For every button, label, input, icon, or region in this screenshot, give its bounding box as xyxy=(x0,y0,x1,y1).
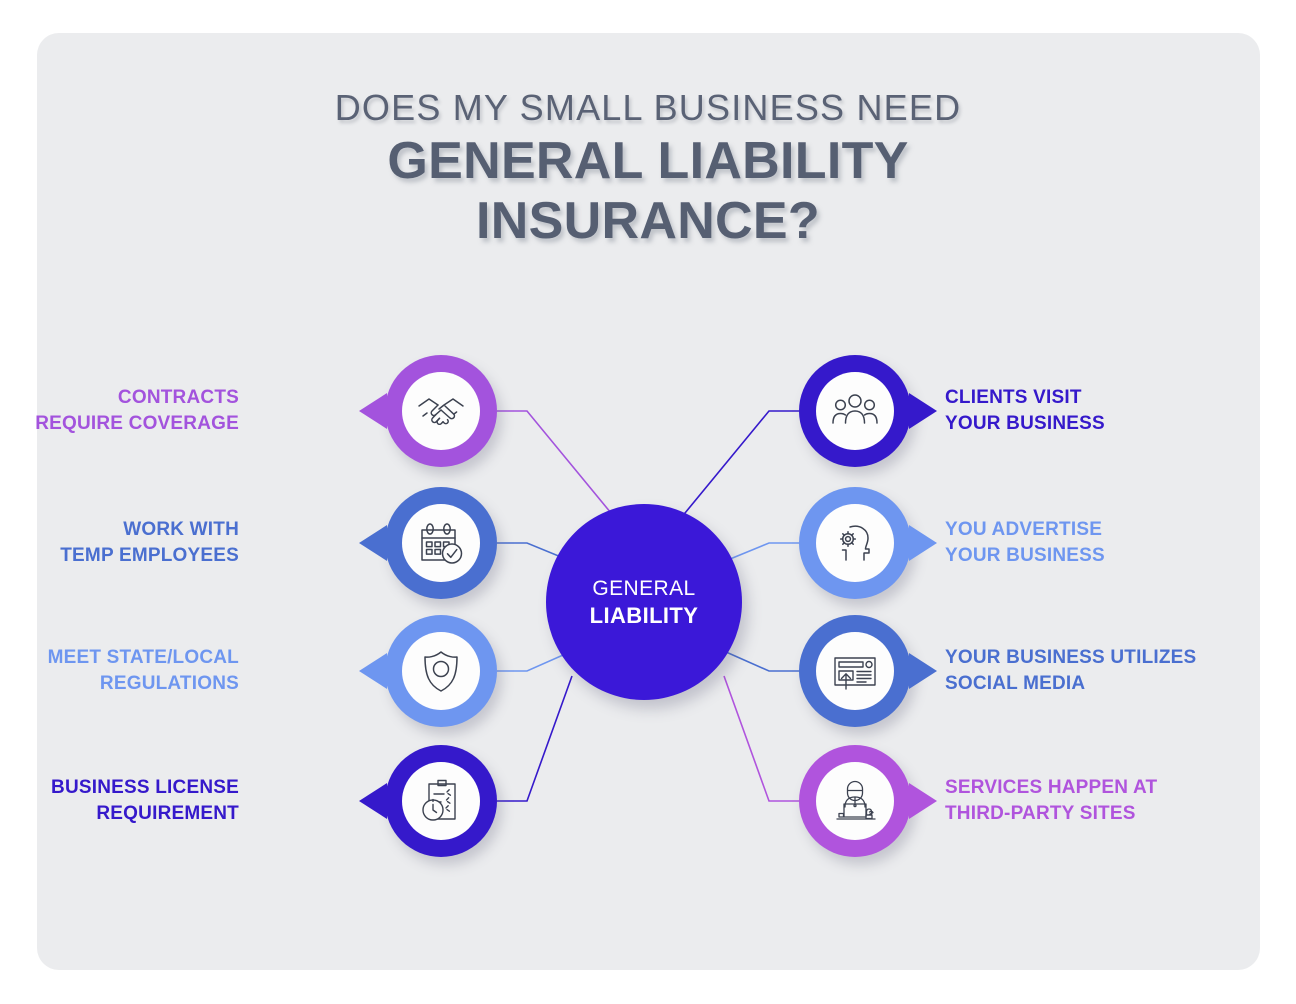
label-clients-visit-your-business: CLIENTS VISIT YOUR BUSINESS xyxy=(945,387,1105,434)
badge-meet-state-local-regulations[interactable] xyxy=(359,615,497,727)
pointer-left-icon xyxy=(359,525,387,561)
badge-you-advertise-your-business[interactable] xyxy=(799,487,937,599)
title-top-line: DOES MY SMALL BUSINESS NEED xyxy=(334,87,962,128)
hub-general-liability[interactable]: GENERAL LIABILITY xyxy=(546,504,742,700)
connector-contracts xyxy=(497,410,626,531)
label-contracts-require-coverage: CONTRACTS REQUIRE COVERAGE xyxy=(35,387,239,434)
badge-inner-circle xyxy=(816,372,894,450)
pointer-right-icon xyxy=(909,525,937,561)
badge-inner-circle xyxy=(816,762,894,840)
label-meet-state-local-regulations: MEET STATE/LOCAL REGULATIONS xyxy=(47,647,239,694)
connector-clients-visit xyxy=(670,410,799,531)
calendar-check-icon xyxy=(421,523,463,564)
person-at-desk-icon xyxy=(836,780,876,820)
badge-inner-circle xyxy=(402,762,480,840)
hub-label-line-2: LIABILITY xyxy=(589,602,699,628)
title-block: DOES MY SMALL BUSINESS NEED GENERAL LIAB… xyxy=(0,86,1296,250)
connector-business-license xyxy=(497,675,573,802)
label-work-with-temp-employees: WORK WITH TEMP EMPLOYEES xyxy=(60,519,239,566)
pointer-left-icon xyxy=(359,783,387,819)
badge-services-happen-at-third-party-sites[interactable] xyxy=(799,745,937,857)
label-business-license-requirement: BUSINESS LICENSE REQUIREMENT xyxy=(51,777,239,824)
head-gear-icon xyxy=(839,525,870,561)
badge-inner-circle xyxy=(816,504,894,582)
title-main-line-1: GENERAL LIABILITY xyxy=(387,132,909,190)
post-upload-icon xyxy=(834,657,876,690)
background-panel xyxy=(37,33,1260,970)
label-services-happen-at-third-party-sites: SERVICES HAPPEN AT THIRD-PARTY SITES xyxy=(945,777,1158,824)
connector-third-party xyxy=(723,675,799,802)
badge-inner-circle xyxy=(816,632,894,710)
badge-inner-circle xyxy=(402,504,480,582)
pointer-right-icon xyxy=(909,393,937,429)
pointer-left-icon xyxy=(359,393,387,429)
pointer-right-icon xyxy=(909,653,937,689)
clipboard-clock-icon xyxy=(422,779,456,821)
badge-contracts-require-coverage[interactable] xyxy=(359,355,497,467)
badge-clients-visit-your-business[interactable] xyxy=(799,355,937,467)
title-main-line-2: INSURANCE? xyxy=(476,192,820,250)
pointer-right-icon xyxy=(909,783,937,819)
badge-inner-circle xyxy=(402,632,480,710)
badge-business-license-requirement[interactable] xyxy=(359,745,497,857)
pointer-left-icon xyxy=(359,653,387,689)
badge-work-with-temp-employees[interactable] xyxy=(359,487,497,599)
people-group-icon xyxy=(832,394,878,424)
badge-your-business-utilizes-social-media[interactable] xyxy=(799,615,937,727)
label-you-advertise-your-business: YOU ADVERTISE YOUR BUSINESS xyxy=(945,519,1105,566)
handshake-icon xyxy=(418,398,464,425)
shield-icon xyxy=(424,651,458,692)
hub-label-line-1: GENERAL xyxy=(592,576,696,600)
badge-inner-circle xyxy=(402,372,480,450)
label-your-business-utilizes-social-media: YOUR BUSINESS UTILIZES SOCIAL MEDIA xyxy=(945,647,1197,694)
